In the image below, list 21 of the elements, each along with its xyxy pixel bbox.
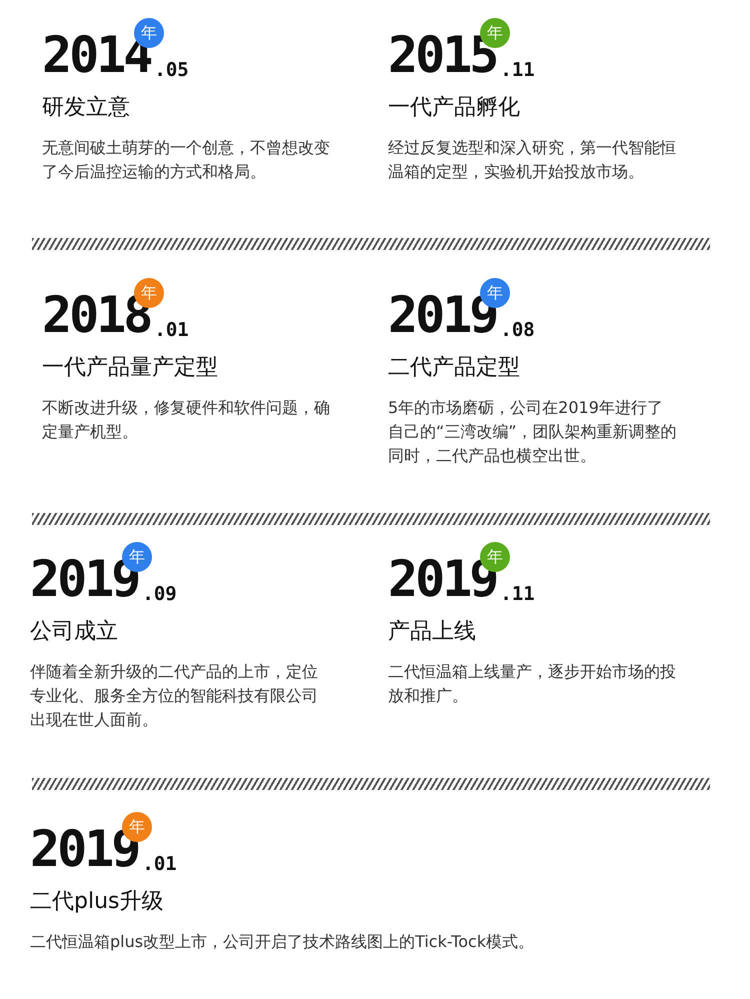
- month-suffix: .09: [142, 585, 177, 604]
- entry-description: 二代恒温箱plus改型上市，公司开启了技术路线图上的Tick-Tock模式。: [30, 931, 536, 953]
- month-suffix: .05: [154, 61, 189, 80]
- entry-heading: 研发立意: [42, 94, 130, 122]
- month-suffix: .08: [500, 321, 535, 340]
- entry-heading: 二代产品定型: [388, 354, 520, 382]
- entry-description: 不断改进升级，修复硬件和软件问题，确定量产机型。: [42, 397, 331, 443]
- month-suffix: .01: [154, 321, 189, 340]
- entry-heading: 一代产品孵化: [388, 94, 520, 122]
- entry-description: 伴随着全新升级的二代产品的上市，定位专业化、服务全方位的智能科技有限公司出现在世人面前。: [30, 661, 319, 731]
- month-suffix: .01: [142, 855, 177, 874]
- month-suffix: .11: [500, 61, 535, 80]
- entry-description: 二代恒温箱上线量产，逐步开始市场的投放和推广。: [388, 661, 677, 707]
- entry-heading: 一代产品量产定型: [42, 354, 218, 382]
- entry-description: 经过反复选型和深入研究，第一代智能恒温箱的定型，实验机开始投放市场。: [388, 137, 677, 183]
- entry-heading: 产品上线: [388, 618, 476, 646]
- entry-description: 5年的市场磨砺，公司在2019年进行了自己的“三湾改编”，团队架构重新调整的同时，二代产品也横空出世。: [388, 397, 678, 467]
- month-suffix: .11: [500, 585, 535, 604]
- entry-heading: 公司成立: [30, 618, 118, 646]
- entry-description: 无意间破土萌芽的一个创意，不曾想改变了今后温控运输的方式和格局。: [42, 137, 331, 183]
- entry-heading: 二代plus升级: [30, 888, 164, 916]
